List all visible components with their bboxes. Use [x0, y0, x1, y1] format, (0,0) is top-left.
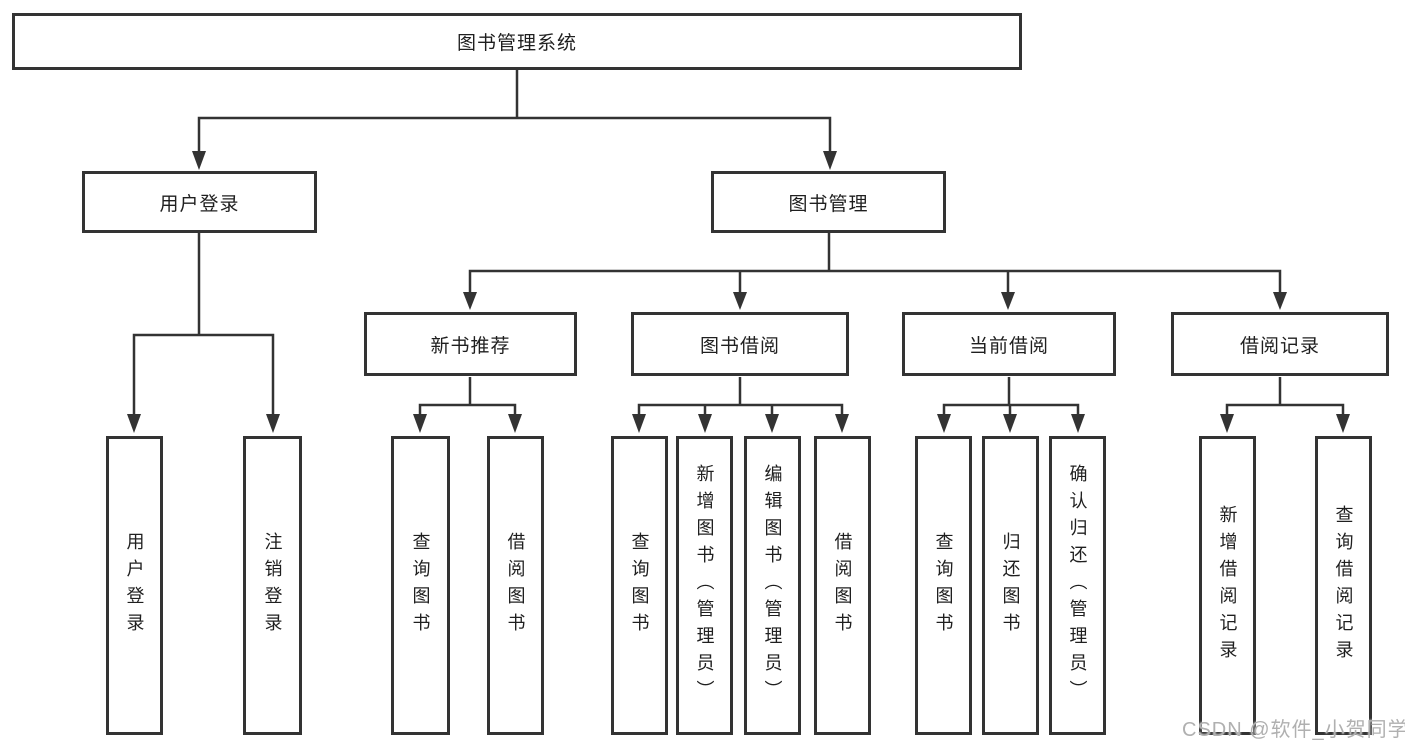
node-label: 借阅图书 — [832, 531, 853, 640]
node-leaf-borrow-books-recommend: 借阅图书 — [487, 436, 544, 735]
arrow-icon — [127, 414, 141, 433]
node-borrow-records: 借阅记录 — [1171, 312, 1389, 376]
node-leaf-edit-books-admin: 编辑图书（管理员） — [744, 436, 801, 735]
node-leaf-user-login: 用户登录 — [106, 436, 163, 735]
arrow-icon — [1336, 414, 1350, 433]
node-label: 查询图书 — [629, 531, 650, 640]
arrow-icon — [1273, 292, 1287, 310]
node-leaf-logout: 注销登录 — [243, 436, 302, 735]
arrow-icon — [508, 414, 522, 433]
node-book-borrowing: 图书借阅 — [631, 312, 849, 376]
arrow-icon — [463, 292, 477, 310]
arrow-icon — [765, 414, 779, 433]
connector-user-login — [132, 233, 275, 414]
node-label: 借阅记录 — [1239, 335, 1320, 357]
arrow-icon — [192, 151, 206, 170]
arrow-icon — [1220, 414, 1234, 433]
arrow-icon — [632, 414, 646, 433]
node-label: 用户登录 — [159, 193, 240, 215]
watermark: CSDN @软件_小贺同学 — [1182, 719, 1405, 741]
node-book-management: 图书管理 — [711, 171, 946, 233]
arrow-icon — [1001, 292, 1015, 310]
arrow-icon — [835, 414, 849, 433]
node-leaf-borrow-books-borrowing: 借阅图书 — [814, 436, 871, 735]
arrow-icon — [937, 414, 951, 433]
node-label: 用户登录 — [124, 531, 145, 640]
connector-book-management — [468, 233, 1282, 292]
arrow-icon — [698, 414, 712, 433]
node-leaf-return-books: 归还图书 — [982, 436, 1039, 735]
node-label: 注销登录 — [262, 531, 283, 640]
node-label: 查询图书 — [410, 531, 431, 640]
node-leaf-add-borrow-record: 新增借阅记录 — [1199, 436, 1256, 735]
node-leaf-query-books-current: 查询图书 — [915, 436, 972, 735]
node-label: 编辑图书（管理员） — [762, 464, 783, 707]
connector-book-borrowing — [637, 377, 844, 414]
node-label: 图书管理 — [788, 193, 869, 215]
arrowheads — [127, 151, 1350, 433]
arrow-icon — [733, 292, 747, 310]
connector-current-borrowing — [942, 377, 1080, 414]
node-label: 新书推荐 — [430, 335, 511, 357]
node-leaf-query-books-borrowing: 查询图书 — [611, 436, 668, 735]
node-root: 图书管理系统 — [12, 13, 1022, 70]
node-label: 图书管理系统 — [456, 33, 577, 54]
node-new-book-recommend: 新书推荐 — [364, 312, 577, 376]
node-label: 当前借阅 — [968, 335, 1049, 357]
node-user-login: 用户登录 — [82, 171, 317, 233]
arrow-icon — [266, 414, 280, 433]
node-leaf-query-borrow-record: 查询借阅记录 — [1315, 436, 1372, 735]
node-leaf-query-books-recommend: 查询图书 — [391, 436, 450, 735]
node-leaf-confirm-return-admin: 确认归还（管理员） — [1049, 436, 1106, 735]
node-label: 新增图书（管理员） — [694, 464, 715, 707]
arrow-icon — [1003, 414, 1017, 433]
node-label: 归还图书 — [1000, 531, 1021, 640]
connector-borrow-records — [1225, 377, 1345, 414]
node-label: 确认归还（管理员） — [1067, 464, 1088, 707]
node-label: 查询借阅记录 — [1333, 504, 1354, 667]
arrow-icon — [823, 151, 837, 170]
node-label: 图书借阅 — [699, 335, 780, 357]
node-label: 新增借阅记录 — [1217, 504, 1238, 667]
arrow-icon — [1071, 414, 1085, 433]
arrow-icon — [413, 414, 427, 433]
node-leaf-add-books-admin: 新增图书（管理员） — [676, 436, 733, 735]
connector-root — [197, 70, 832, 152]
connector-new-book-recommend — [418, 377, 517, 414]
node-current-borrowing: 当前借阅 — [902, 312, 1116, 376]
node-label: 查询图书 — [933, 531, 954, 640]
node-label: 借阅图书 — [505, 531, 526, 640]
